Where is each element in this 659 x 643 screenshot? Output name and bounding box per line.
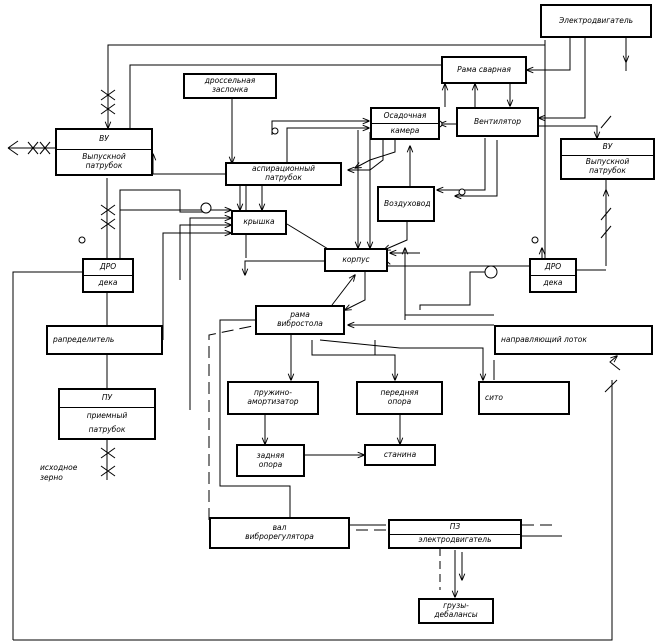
link-chamber-asp2 bbox=[355, 139, 396, 168]
link-loop-chamber2 bbox=[286, 128, 369, 175]
slash-mark-3 bbox=[600, 225, 612, 239]
node-vibroregulator-shaft: вал виброрегулятора bbox=[209, 517, 350, 549]
node-sieve: сито bbox=[478, 381, 570, 415]
node-guide-tray: направляющий лоток bbox=[494, 325, 653, 355]
link-asp-vu bbox=[153, 154, 225, 175]
initial-grain-label: исходное зерно bbox=[40, 463, 78, 482]
cross-mark-8 bbox=[100, 465, 116, 477]
cross-mark-4 bbox=[100, 218, 116, 230]
slash-mark-1 bbox=[600, 115, 612, 129]
joint-circle-lid bbox=[200, 202, 212, 214]
node-front-support: передняя опора bbox=[356, 381, 443, 415]
cross-mark-6 bbox=[39, 141, 51, 155]
node-lid: крышка bbox=[231, 210, 287, 235]
node-spring-damper: пружино- амортизатор bbox=[227, 381, 319, 415]
node-body: корпус bbox=[324, 248, 388, 272]
node-vibro-table-frame: рама вибростола bbox=[255, 305, 345, 335]
link-frame-front bbox=[311, 340, 395, 380]
link-dro-right-body bbox=[385, 260, 529, 266]
link-pu-lid bbox=[189, 218, 231, 410]
link-frame-sieve bbox=[319, 339, 483, 380]
slash-mark-2 bbox=[600, 207, 612, 221]
link-chamber-asp bbox=[348, 138, 384, 170]
link-motor-frame bbox=[527, 38, 571, 70]
node-electric-motor: Электродвигатель bbox=[540, 4, 652, 38]
cross-mark-2 bbox=[100, 103, 116, 115]
slash-mark-4 bbox=[604, 379, 618, 393]
line-right-circle bbox=[419, 271, 490, 310]
link-lid-left-loop bbox=[179, 225, 231, 280]
link-top-loop-2 bbox=[129, 64, 510, 128]
line-vu-left-exit-head bbox=[7, 140, 19, 156]
cross-mark-3 bbox=[100, 204, 116, 216]
line-right-bottom bbox=[13, 380, 613, 641]
line-left-outer bbox=[12, 271, 82, 640]
node-aspiration-pipe: аспирационный патрубок bbox=[225, 162, 342, 186]
cross-mark-7 bbox=[100, 447, 116, 459]
link-right-tray bbox=[609, 356, 621, 371]
node-vu-right: ВУ Выпускной патрубок bbox=[560, 138, 655, 180]
node-pz: ПЗ электродвигатель bbox=[388, 519, 522, 549]
joint-circle-airduct bbox=[458, 188, 466, 196]
node-dro-left: ДРО дека bbox=[82, 258, 134, 293]
node-throttle-valve: дроссельная заслонка bbox=[183, 73, 277, 99]
link-dro-left-lid bbox=[119, 210, 231, 258]
node-welded-frame: Рама сварная bbox=[441, 56, 527, 84]
link-distrib-lid bbox=[162, 233, 231, 340]
node-fan: Вентилятор bbox=[456, 107, 539, 137]
line-shaft-frame bbox=[219, 319, 291, 517]
node-frame-bed: станина bbox=[364, 444, 436, 466]
node-settling-chamber: Осадочная камера bbox=[370, 107, 440, 140]
link-motor-fan bbox=[539, 38, 586, 118]
joint-circle-dro-right bbox=[531, 236, 539, 244]
node-rear-support: задняя опора bbox=[236, 444, 305, 477]
link-fan-air-duct2 bbox=[455, 140, 498, 196]
link-fan-air-duct bbox=[437, 138, 486, 190]
cross-mark-5 bbox=[27, 141, 39, 155]
node-dro-right: ДРО дека bbox=[529, 258, 577, 293]
link-body-left bbox=[245, 260, 324, 275]
link-airduct-body bbox=[384, 222, 408, 250]
link-body-frame2 bbox=[345, 272, 366, 310]
link-top-loop-vu bbox=[108, 40, 546, 128]
node-vu-left: ВУ Выпускной патрубок bbox=[55, 128, 153, 176]
cross-mark-1 bbox=[100, 89, 116, 101]
line-lid-circle bbox=[119, 189, 204, 213]
node-air-duct: Воздуховод bbox=[377, 186, 435, 222]
node-counterweights: грузы- дебалансы bbox=[418, 598, 494, 624]
joint-circle-right bbox=[484, 265, 498, 279]
joint-circle-pipe bbox=[271, 127, 279, 135]
node-distributor: рапределитель bbox=[46, 325, 163, 355]
link-fan-vu-right bbox=[539, 125, 597, 138]
link-frame-body bbox=[331, 275, 355, 306]
line-dashed-shaft bbox=[208, 325, 254, 520]
node-pu: ПУ приемный патрубок bbox=[58, 388, 156, 440]
joint-circle-dro-left bbox=[78, 236, 86, 244]
